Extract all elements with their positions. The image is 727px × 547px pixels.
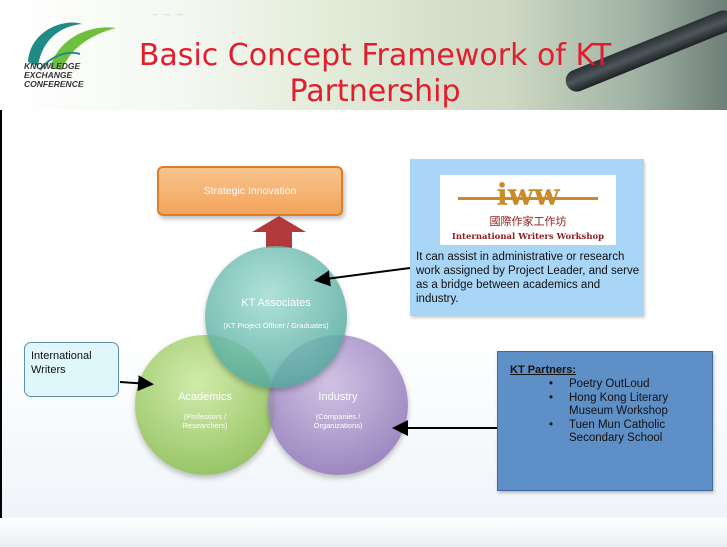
kt-associates-circle <box>205 246 347 388</box>
iww-logo-wordmark: iww <box>496 178 560 213</box>
iww-logo-icon: iww 國際作家工作坊 International Writers Worksh… <box>452 178 604 242</box>
strategic-innovation-box: Strategic Innovation <box>157 166 343 216</box>
iww-arrow-icon <box>314 267 411 287</box>
up-arrow-icon <box>252 216 306 248</box>
iww-logo: iww 國際作家工作坊 International Writers Worksh… <box>440 175 616 245</box>
logo-line-1: KNOWLEDGE <box>24 61 81 71</box>
kt-partners-list: Poetry OutLoud Hong Kong Literary Museum… <box>549 378 715 446</box>
logo-text: KNOWLEDGE EXCHANGE CONFERENCE <box>24 62 84 89</box>
footer-band <box>0 518 727 547</box>
kt-associates-sub: (KT Project Officer / Graduates) <box>223 321 329 330</box>
list-item: Hong Kong Literary Museum Workshop <box>549 392 715 419</box>
banner-texture: ~ ~ ~ <box>150 8 185 21</box>
header-banner: ~ ~ ~ <box>0 0 727 110</box>
iww-logo-chinese: 國際作家工作坊 <box>490 214 567 228</box>
kt-partners-heading: KT Partners: <box>510 364 577 376</box>
logo-line-2: EXCHANGE <box>24 70 73 80</box>
iww-description: It can assist in administrative or resea… <box>416 251 640 305</box>
academics-label: Academics <box>178 391 232 403</box>
logo-swoosh-icon <box>28 22 116 71</box>
writers-arrow-icon <box>119 375 154 392</box>
kt-associates-label: KT Associates <box>241 297 311 309</box>
slide-title: Basic Concept Framework of KT Partnershi… <box>138 38 612 109</box>
industry-sub: (Companies / Organizations) <box>313 412 363 430</box>
list-item: Poetry OutLoud <box>549 378 715 392</box>
academics-sub: (Professors / Researchers) <box>182 412 228 430</box>
iww-logo-english: International Writers Workshop <box>452 232 604 242</box>
list-item: Tuen Mun Catholic Secondary School <box>549 419 715 446</box>
industry-label: Industry <box>318 391 358 403</box>
logo-line-3: CONFERENCE <box>24 79 84 89</box>
international-writers-box: International Writers <box>24 342 119 397</box>
left-border <box>0 110 2 547</box>
